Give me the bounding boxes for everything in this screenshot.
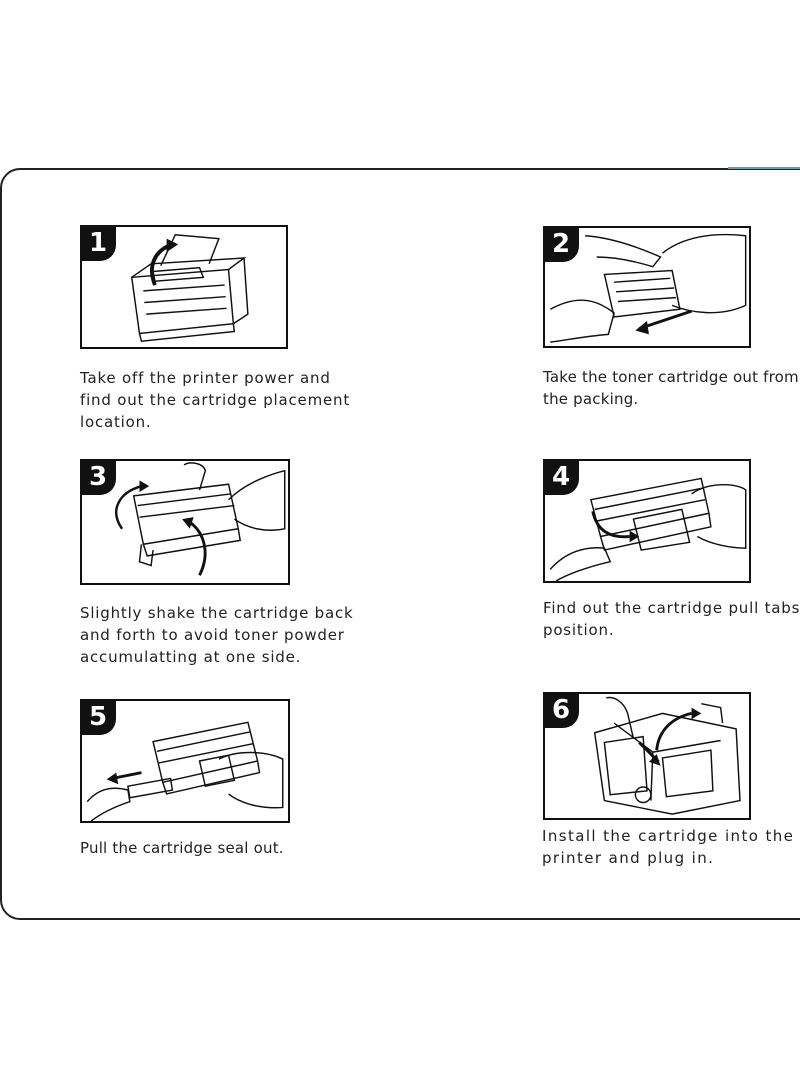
step-6-number: 6 — [545, 694, 579, 728]
step-2-illustration: 2 — [543, 226, 751, 348]
step-1-caption: Take off the printer power and find out … — [80, 369, 351, 431]
printer-open-lid-icon — [130, 233, 249, 342]
shake-cartridge-icon — [115, 462, 286, 576]
step-2-number: 2 — [545, 228, 579, 262]
step-5-illustration: 5 — [80, 699, 290, 823]
step-3-number: 3 — [82, 461, 116, 495]
step-6-caption: Install the cartridge into the printer a… — [542, 827, 795, 867]
pull-seal-icon — [86, 721, 284, 821]
step-5-caption: Pull the cartridge seal out. — [80, 839, 284, 857]
step-4-number: 4 — [545, 461, 579, 495]
step-4-caption: Find out the cartridge pull tabs positio… — [543, 599, 800, 639]
pull-tab-icon — [549, 477, 747, 581]
unpack-cartridge-icon — [549, 233, 747, 343]
step-5-number: 5 — [82, 701, 116, 735]
frame-accent-line — [728, 167, 800, 169]
step-1-illustration: 1 — [80, 225, 288, 349]
step-3-caption: Slightly shake the cartridge back and fo… — [80, 604, 354, 666]
install-cartridge-icon — [593, 696, 741, 815]
instruction-frame — [0, 168, 800, 920]
step-1-number: 1 — [82, 227, 116, 261]
step-4-illustration: 4 — [543, 459, 751, 583]
step-6-illustration: 6 — [543, 692, 751, 820]
step-3-illustration: 3 — [80, 459, 290, 585]
step-2-caption: Take the toner cartridge out from the pa… — [543, 368, 799, 408]
